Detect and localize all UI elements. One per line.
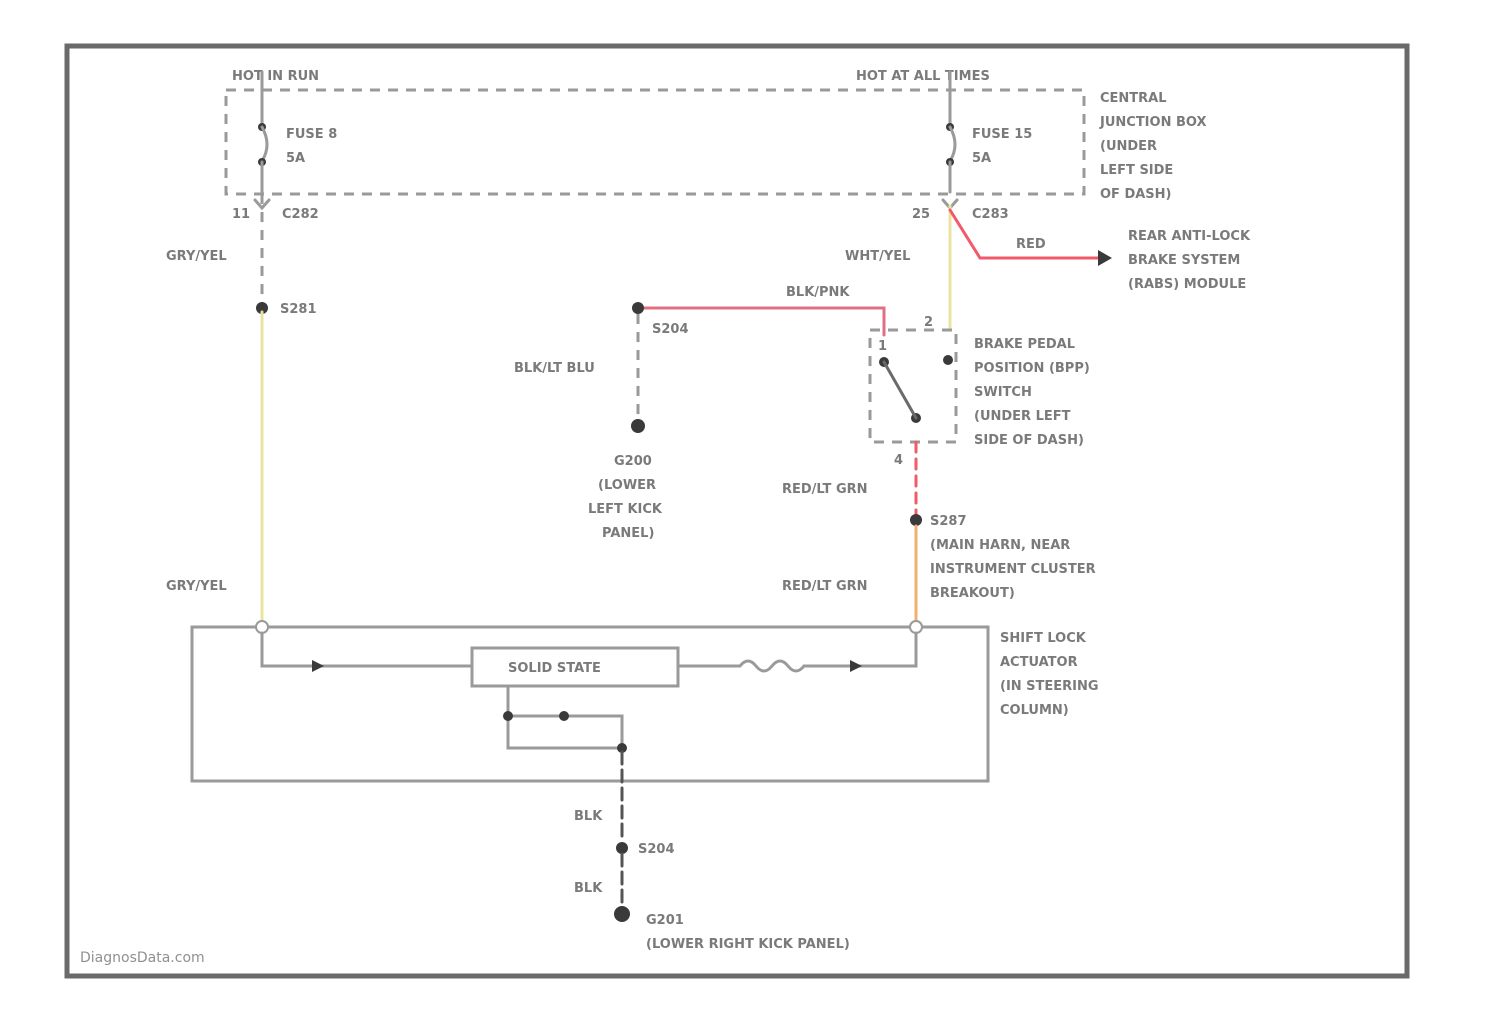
g201-label: G201: [646, 913, 684, 928]
junction-box-label: CENTRAL JUNCTION BOX (UNDER LEFT SIDE OF…: [1099, 91, 1207, 202]
junction-box-line-2: JUNCTION BOX: [1099, 115, 1207, 130]
blk-lt-blu-label: BLK/LT BLU: [514, 361, 595, 376]
red-lt-grn-bottom-label: RED/LT GRN: [782, 579, 868, 594]
fuse-8-name: FUSE 8: [286, 127, 337, 142]
s204-ground-label: S204: [638, 842, 675, 857]
actuator-pin-right: [910, 621, 922, 633]
rabs-module-label: REAR ANTI-LOCK BRAKE SYSTEM (RABS) MODUL…: [1128, 229, 1251, 292]
s287-line-2: INSTRUMENT CLUSTER: [930, 562, 1096, 577]
hot-at-all-times-label: HOT AT ALL TIMES: [856, 69, 990, 84]
c283-pin: 25: [912, 207, 930, 222]
splice-s204: [632, 302, 644, 314]
hot-in-run-label: HOT IN RUN: [232, 69, 319, 84]
bpp-line-4: (UNDER LEFT: [974, 409, 1071, 424]
blk-top-label: BLK: [574, 809, 603, 824]
actuator-pin-left: [256, 621, 268, 633]
rabs-line-2: BRAKE SYSTEM: [1128, 253, 1240, 268]
rabs-arrow-icon: [1098, 250, 1112, 266]
bpp-pin-2: 2: [924, 315, 933, 330]
g201-location: (LOWER RIGHT KICK PANEL): [646, 937, 850, 952]
splice-s204-ground: [616, 842, 628, 854]
rabs-line-1: REAR ANTI-LOCK: [1128, 229, 1251, 244]
actuator-internal-network: [503, 686, 627, 753]
bpp-line-2: POSITION (BPP): [974, 361, 1090, 376]
solid-state-label: SOLID STATE: [508, 661, 601, 676]
actuator-line-1: SHIFT LOCK: [1000, 631, 1087, 646]
gry-yel-top-label: GRY/YEL: [166, 249, 227, 264]
junction-box-line-5: OF DASH): [1100, 187, 1172, 202]
g200-line-3: LEFT KICK: [588, 502, 663, 517]
c282-connector: C282: [282, 207, 319, 222]
s204-label: S204: [652, 322, 689, 337]
actuator-line-4: COLUMN): [1000, 703, 1069, 718]
actuator-wire-left: [262, 633, 472, 666]
red-wire-label: RED: [1016, 237, 1046, 252]
bpp-pin-4: 4: [894, 453, 903, 468]
ground-g201-icon: [614, 906, 630, 922]
fuse-8-rating: 5A: [286, 151, 305, 166]
s287-line-1: (MAIN HARN, NEAR: [930, 538, 1070, 553]
s287-description: (MAIN HARN, NEAR INSTRUMENT CLUSTER BREA…: [930, 538, 1096, 601]
red-lt-grn-top-label: RED/LT GRN: [782, 482, 868, 497]
shift-lock-actuator-box: [192, 627, 988, 781]
actuator-line-3: (IN STEERING: [1000, 679, 1099, 694]
junction-box-line-3: (UNDER: [1100, 139, 1157, 154]
blk-bottom-label: BLK: [574, 881, 603, 896]
g200-label: G200 (LOWER LEFT KICK PANEL): [588, 454, 663, 541]
actuator-wire-right-b: [804, 633, 916, 666]
flow-arrow-right-icon: [850, 660, 862, 672]
solenoid-coil: [740, 661, 804, 671]
g200-line-1: G200: [614, 454, 652, 469]
bpp-line-5: SIDE OF DASH): [974, 433, 1084, 448]
s287-label: S287: [930, 514, 967, 529]
watermark: DiagnosData.com: [80, 950, 205, 966]
blk-pnk-label: BLK/PNK: [786, 285, 850, 300]
actuator-label: SHIFT LOCK ACTUATOR (IN STEERING COLUMN): [1000, 631, 1099, 718]
bpp-switch: 2 1 4: [870, 315, 956, 468]
actuator-line-2: ACTUATOR: [1000, 655, 1078, 670]
ground-g200-icon: [631, 419, 645, 433]
fuse-15-rating: 5A: [972, 151, 991, 166]
flow-arrow-left-icon: [312, 660, 324, 672]
diagram-frame: [67, 46, 1407, 976]
fuse-15-name: FUSE 15: [972, 127, 1032, 142]
junction-box-line-4: LEFT SIDE: [1100, 163, 1173, 178]
bpp-pin-1: 1: [878, 339, 887, 354]
s287-line-3: BREAKOUT): [930, 586, 1015, 601]
splice-s287: [910, 514, 922, 526]
rabs-line-3: (RABS) MODULE: [1128, 277, 1246, 292]
g200-line-4: PANEL): [602, 526, 654, 541]
bpp-line-3: SWITCH: [974, 385, 1032, 400]
junction-box-line-1: CENTRAL: [1100, 91, 1167, 106]
c282-pin: 11: [232, 207, 250, 222]
s281-label: S281: [280, 302, 317, 317]
c283-connector: C283: [972, 207, 1009, 222]
gry-yel-bottom-label: GRY/YEL: [166, 579, 227, 594]
bpp-switch-label: BRAKE PEDAL POSITION (BPP) SWITCH (UNDER…: [974, 337, 1090, 448]
g200-line-2: (LOWER: [598, 478, 656, 493]
wht-yel-label: WHT/YEL: [845, 249, 910, 264]
bpp-line-1: BRAKE PEDAL: [974, 337, 1075, 352]
